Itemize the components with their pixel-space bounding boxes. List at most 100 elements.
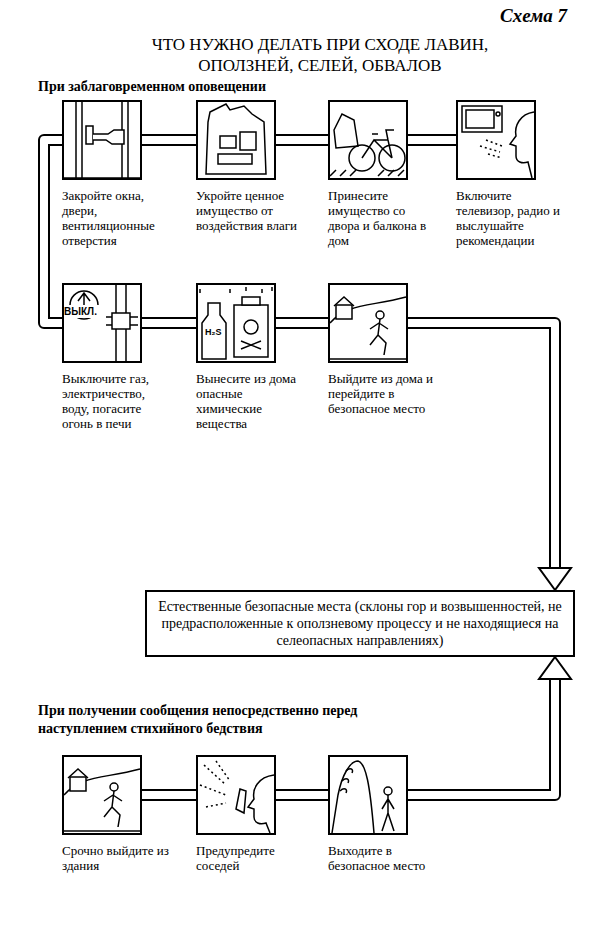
icon-stroke — [70, 777, 86, 791]
caption: Срочно выйдите из здания — [62, 843, 172, 873]
icon-stroke — [384, 787, 392, 795]
television-icon — [462, 106, 534, 178]
caption: Принесите имущество со двора и балкона в… — [328, 188, 438, 248]
icon-stroke — [248, 775, 274, 833]
icon-stroke — [240, 132, 256, 150]
icon-stroke — [234, 305, 268, 357]
band-fill — [408, 679, 555, 795]
icon-stroke — [241, 341, 261, 349]
flow-band — [408, 140, 456, 141]
picture-panel: Закройте окна, двери, вентиляционные отв… — [62, 100, 142, 180]
flow-band — [142, 140, 196, 141]
icon-stroke — [330, 170, 404, 176]
icon-stroke — [334, 114, 358, 148]
band-outline — [276, 134, 328, 146]
section-heading: При заблаговременном оповещении — [38, 78, 438, 96]
icon-stroke — [340, 769, 353, 793]
picture-panel: Укройте ценное имущество от воздействия … — [196, 100, 276, 180]
band-outline — [142, 134, 196, 146]
band-outline — [142, 789, 196, 801]
safe-place-box: Естественные безопасные места (склоны го… — [145, 590, 575, 657]
caption: Вынесите из дома опасные химические веще… — [196, 371, 306, 431]
band-fill — [44, 140, 62, 323]
caption: Укройте ценное имущество от воздействия … — [196, 188, 306, 233]
warning-neighbours-icon — [200, 761, 274, 833]
band-fill — [408, 323, 555, 568]
icon-stroke — [336, 305, 352, 319]
picture-panel: Предупредите соседей — [196, 755, 276, 835]
band-outline — [408, 323, 555, 568]
icon-stroke — [466, 110, 494, 128]
band-fill — [276, 136, 328, 144]
icon-stroke — [480, 140, 502, 158]
caption: Выйдите из дома и перейдите в безопасное… — [328, 371, 438, 416]
icon-stroke — [106, 317, 138, 325]
caption: Предупредите соседей — [196, 843, 306, 873]
caption: Включите телевизор, радио и выслушайте р… — [456, 188, 566, 248]
chemicals-icon — [200, 287, 272, 359]
band-fill — [276, 319, 328, 327]
icon-stroke — [110, 783, 118, 791]
picture-panel: Вынесите из дома опасные химические веще… — [196, 283, 276, 363]
leaving-building-icon — [64, 769, 140, 831]
formula-label: H₂S — [205, 327, 225, 338]
band-outline — [276, 317, 328, 329]
icon-stroke — [510, 112, 534, 178]
flow-band — [408, 657, 571, 795]
flow-band — [142, 323, 196, 324]
picture-panel: Срочно выйдите из здания — [62, 755, 142, 835]
band-fill — [142, 136, 196, 144]
icon-stroke — [104, 791, 122, 827]
icon-stroke — [127, 102, 129, 178]
icon-stroke — [112, 313, 130, 329]
icon-stroke — [64, 830, 140, 832]
icon-stroke — [330, 358, 406, 360]
picture-panel: Выходите в безопасное место — [328, 755, 408, 835]
band-outline — [408, 679, 555, 795]
icon-stroke — [496, 112, 500, 116]
icon-stroke — [332, 761, 374, 833]
flow-band — [276, 140, 328, 141]
icon-stroke — [202, 303, 226, 359]
diagram-title: ЧТО НУЖНО ДЕЛАТЬ ПРИ СХОДЕ ЛАВИН, ОПОЛЗН… — [120, 34, 520, 76]
icon-stroke — [376, 311, 384, 319]
band-outline — [408, 134, 456, 146]
section-heading: При получении сообщения непосредственно … — [38, 702, 368, 738]
bag-icon — [206, 104, 266, 174]
icon-stroke — [200, 287, 272, 293]
band-outline — [276, 789, 328, 801]
icon-stroke — [68, 769, 88, 778]
icon-stroke — [370, 319, 388, 355]
flow-band — [408, 323, 571, 590]
icon-stroke — [220, 136, 236, 148]
arrow-head — [539, 657, 571, 679]
window-icon — [64, 102, 140, 178]
band-outline — [142, 317, 196, 329]
icon-stroke — [244, 320, 258, 334]
icon-stroke — [462, 106, 502, 132]
flow-band — [276, 795, 328, 796]
caption: Выходите в безопасное место — [328, 843, 438, 873]
band-outline — [44, 140, 62, 323]
icon-stroke — [330, 297, 406, 323]
icon-stroke — [81, 102, 83, 178]
arrow-head — [539, 568, 571, 590]
caption: Закройте окна, двери, вентиляционные отв… — [62, 188, 172, 248]
band-fill — [408, 136, 456, 144]
flow-band — [276, 323, 328, 324]
mountain-icon — [332, 761, 394, 833]
band-fill — [142, 791, 196, 799]
icon-stroke — [218, 154, 252, 164]
switch-valve-icon — [70, 283, 138, 363]
icon-stroke — [242, 297, 260, 305]
icon-stroke — [86, 126, 93, 144]
band-fill — [142, 319, 196, 327]
leaving-house-icon — [330, 297, 406, 359]
band-fill — [276, 791, 328, 799]
flow-band — [44, 140, 62, 323]
icon-stroke — [236, 789, 246, 813]
icon-stroke — [75, 102, 77, 178]
caption: Естественные безопасные места (склоны го… — [157, 598, 563, 649]
